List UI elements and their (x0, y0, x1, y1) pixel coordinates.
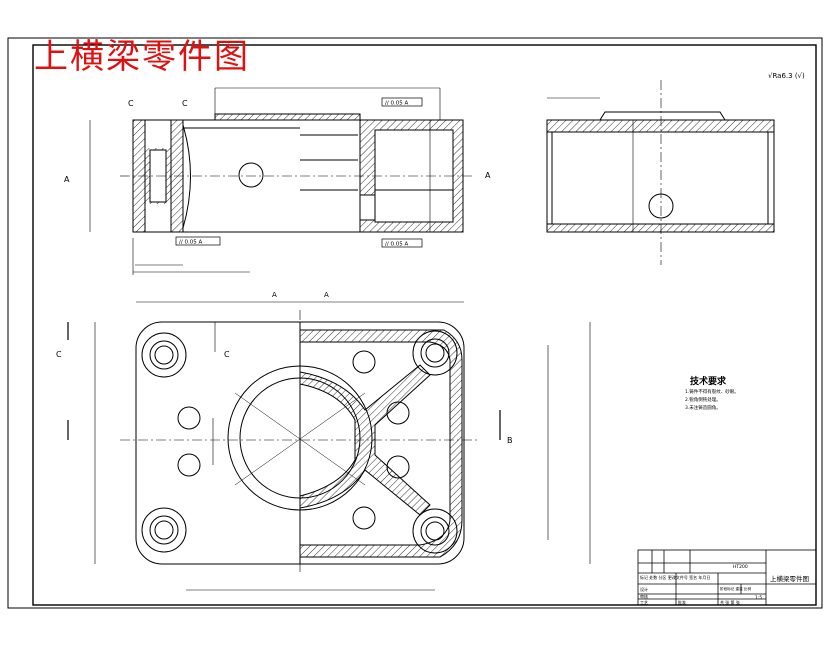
section-b-label-right: B (507, 436, 513, 445)
title-block-approve: 批准 (678, 599, 686, 605)
parallel-frame-top: // 0.05 A (385, 101, 408, 107)
title-block (637, 549, 817, 606)
tech-requirement-item: 2.锐角倒钝处理。 (685, 396, 721, 403)
section-c-label-1: C (128, 99, 134, 108)
outer-border (7, 37, 823, 609)
section-a-label-top-left: A (272, 291, 277, 299)
tech-requirement-item: 1.铸件不得有裂纹、砂眼。 (685, 388, 739, 395)
front-section-view (89, 87, 475, 275)
drawing-title: 上横梁零件图 (34, 37, 250, 77)
title-block-design: 设计 (640, 586, 648, 592)
tech-requirements-heading: 技术要求 (690, 375, 727, 387)
title-block-sheet-row: 共 张 第 张 (720, 599, 740, 605)
title-block-process: 工艺 (640, 600, 648, 605)
title-block-stage-row: 阶段标记 重量 比例 (720, 586, 751, 591)
top-view (67, 301, 591, 591)
section-a-label-left: A (64, 175, 70, 184)
section-c-label-4: C (224, 350, 230, 359)
parallel-frame-bottom-right: // 0.05 A (385, 242, 408, 248)
inner-border (32, 44, 817, 606)
section-a-label-top-right: A (324, 291, 329, 299)
title-block-marks-row: 标记 处数 分区 更改文件号 签名 年月日 (640, 574, 710, 580)
side-view (546, 80, 775, 265)
section-c-label-2: C (182, 99, 188, 108)
tech-requirement-item: 3.未注铸造圆角。 (685, 404, 721, 411)
section-c-label-3: C (56, 350, 62, 359)
title-block-part-name: 上横梁零件图 (770, 574, 809, 583)
title-block-check: 审核 (640, 593, 648, 599)
title-block-scale: 1:5 (755, 595, 762, 601)
title-block-material: HT200 (733, 564, 748, 570)
section-a-label-right: A (485, 171, 491, 180)
roughness-note: √Ra6.3 (√) (768, 72, 805, 80)
parallel-frame-bottom-left: // 0.05 A (179, 240, 202, 246)
